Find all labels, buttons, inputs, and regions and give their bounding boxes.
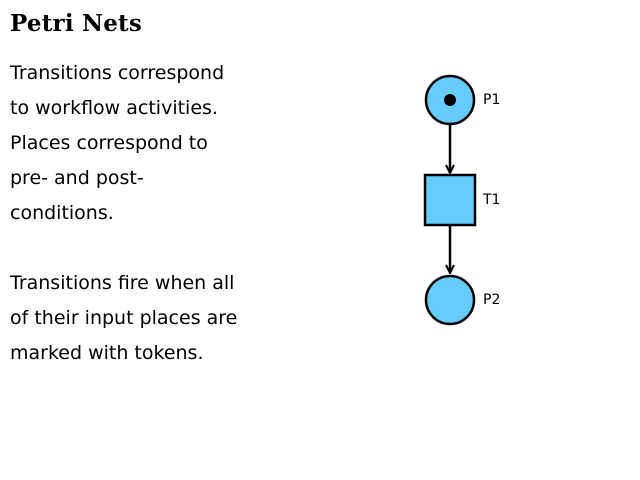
text-line: conditions.	[10, 202, 114, 224]
place-p2-label: P2	[483, 292, 500, 308]
paragraph-firing-rule: Transitions fire when all of their input…	[10, 266, 270, 371]
paragraph-transitions-and-places: Transitions correspond to workflow activ…	[10, 56, 270, 231]
text-line: to workflow activities.	[10, 97, 218, 119]
slide-body-text: Transitions correspond to workflow activ…	[10, 56, 270, 371]
place-p1: P1	[424, 74, 500, 126]
text-line: pre- and post-	[10, 167, 144, 189]
place-p1-label: P1	[483, 92, 500, 108]
token-dot	[444, 94, 456, 106]
text-line: Transitions fire when all	[10, 272, 235, 294]
text-line: Places correspond to	[10, 132, 208, 154]
transition-t1-label: T1	[482, 192, 500, 208]
place-p2-circle	[424, 274, 476, 326]
transition-t1: T1	[423, 173, 500, 227]
slide-title: Petri Nets	[10, 10, 143, 37]
place-p2: P2	[424, 274, 500, 326]
text-line: Transitions correspond	[10, 62, 225, 84]
transition-t1-box	[423, 173, 477, 227]
text-line: of their input places are	[10, 307, 238, 329]
text-line: marked with tokens.	[10, 342, 204, 364]
